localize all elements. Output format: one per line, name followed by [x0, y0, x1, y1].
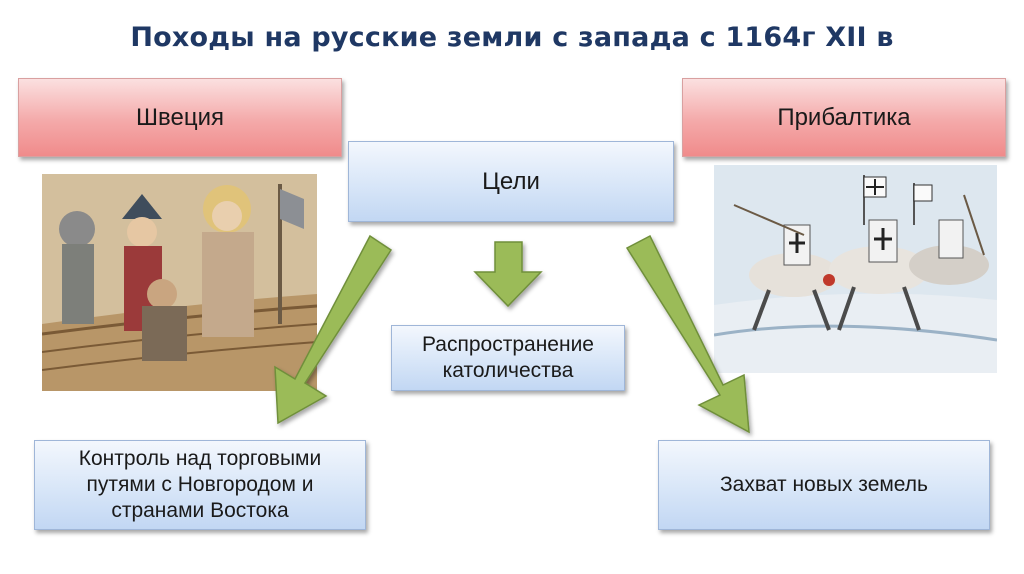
baltic-label: Прибалтика	[777, 103, 911, 131]
goal-catholicism-line-2: католичества	[442, 359, 574, 382]
goal-lands-label: Захват новых земель	[719, 472, 928, 496]
knights-drawing	[714, 165, 997, 373]
knights-image	[714, 165, 997, 373]
left-arrow	[274, 234, 393, 425]
baltic-box: Прибалтика	[682, 78, 1006, 157]
goal-trade-line-2: путями с Новгородом и	[86, 472, 314, 496]
fresco-image	[42, 174, 317, 391]
right-arrow	[625, 234, 750, 434]
goal-catholicism-box: Распространение католичества	[391, 325, 625, 391]
sweden-box: Швеция	[18, 78, 342, 157]
sweden-label: Швеция	[136, 103, 224, 131]
goal-trade-line-1: Контроль над торговыми	[78, 446, 322, 470]
fresco-drawing	[42, 174, 317, 391]
goal-trade-box: Контроль над торговыми путями с Новгород…	[34, 440, 366, 530]
goals-box: Цели	[348, 141, 674, 222]
page-title: Походы на русские земли с запада с 1164г…	[130, 22, 894, 53]
goal-trade-line-3: странами Востока	[111, 499, 289, 523]
goal-catholicism-line-1: Распространение	[422, 332, 594, 356]
center-arrow	[473, 241, 543, 308]
goal-lands-box: Захват новых земель	[658, 440, 990, 530]
goals-label: Цели	[482, 167, 540, 195]
